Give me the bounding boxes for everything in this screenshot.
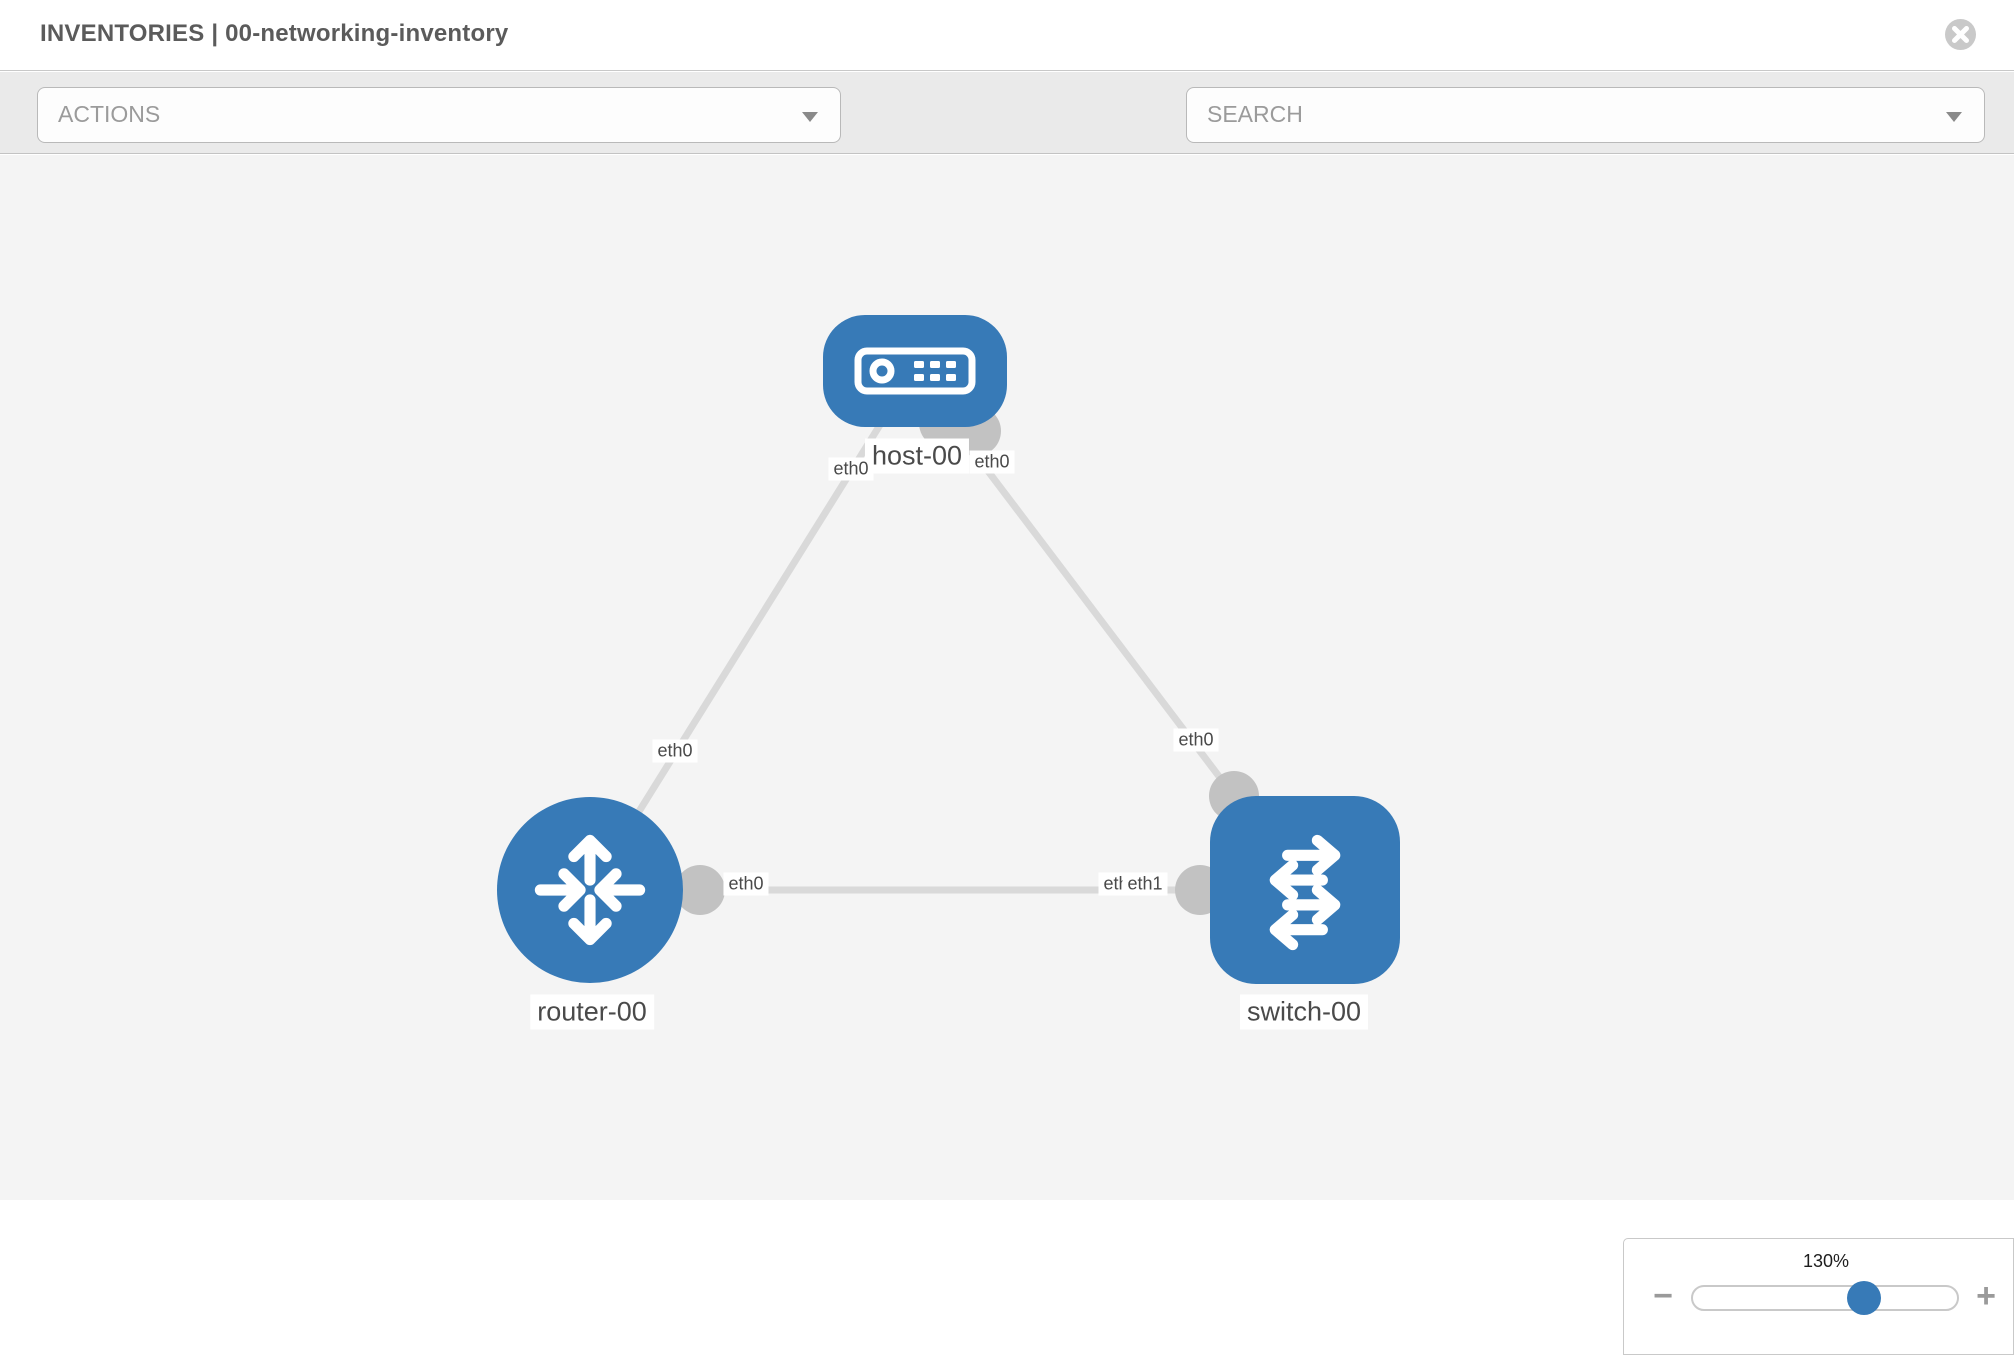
node-switch-00[interactable] [1210,796,1400,984]
interface-connector[interactable] [675,865,725,915]
node-host-00[interactable] [823,315,1007,427]
iface-label-switch-eth1: eth1 [1122,872,1168,896]
page-title: INVENTORIES | 00-networking-inventory [40,20,509,47]
switch-icon [1269,834,1341,951]
actions-dropdown[interactable]: ACTIONS [37,87,841,143]
close-icon [1945,19,1976,50]
close-button[interactable] [1944,18,1977,51]
node-router-00[interactable] [497,797,683,983]
toolbar: ACTIONS [0,72,2014,209]
iface-label-host-eth0-left: eth0 [828,457,874,481]
node-label-switch: switch-00 [1239,994,1369,1030]
actions-dropdown-label: ACTIONS [58,101,161,127]
iface-label-router-eth0-mid: eth0 [723,872,769,896]
zoom-level-value: 130% [1802,1251,1850,1271]
chevron-down-icon [802,112,818,122]
iface-label-router-eth0-up: eth0 [652,739,698,763]
chevron-down-icon [1946,112,1962,122]
router-icon [534,834,646,946]
node-label-host: host-00 [864,438,970,474]
search-dropdown[interactable] [1186,87,1985,143]
zoom-out-button[interactable]: − [1653,1277,1673,1315]
iface-label-switch-eth0-up: eth0 [1173,728,1219,752]
host-icon [854,347,976,395]
node-label-router: router-00 [530,994,654,1030]
topology-canvas[interactable]: host-00 router-00 switch-00 eth0 eth0 et… [0,155,2014,1355]
link-lines [587,369,1308,894]
zoom-in-button[interactable]: + [1976,1277,1996,1315]
page-header: INVENTORIES | 00-networking-inventory [0,0,2014,71]
zoom-slider-track[interactable] [1691,1285,1959,1311]
zoom-panel: 130% − + [1623,1238,2014,1355]
zoom-slider-thumb[interactable] [1847,1281,1881,1315]
search-input[interactable] [1187,88,1984,141]
iface-label-host-eth0-right: eth0 [969,450,1015,474]
